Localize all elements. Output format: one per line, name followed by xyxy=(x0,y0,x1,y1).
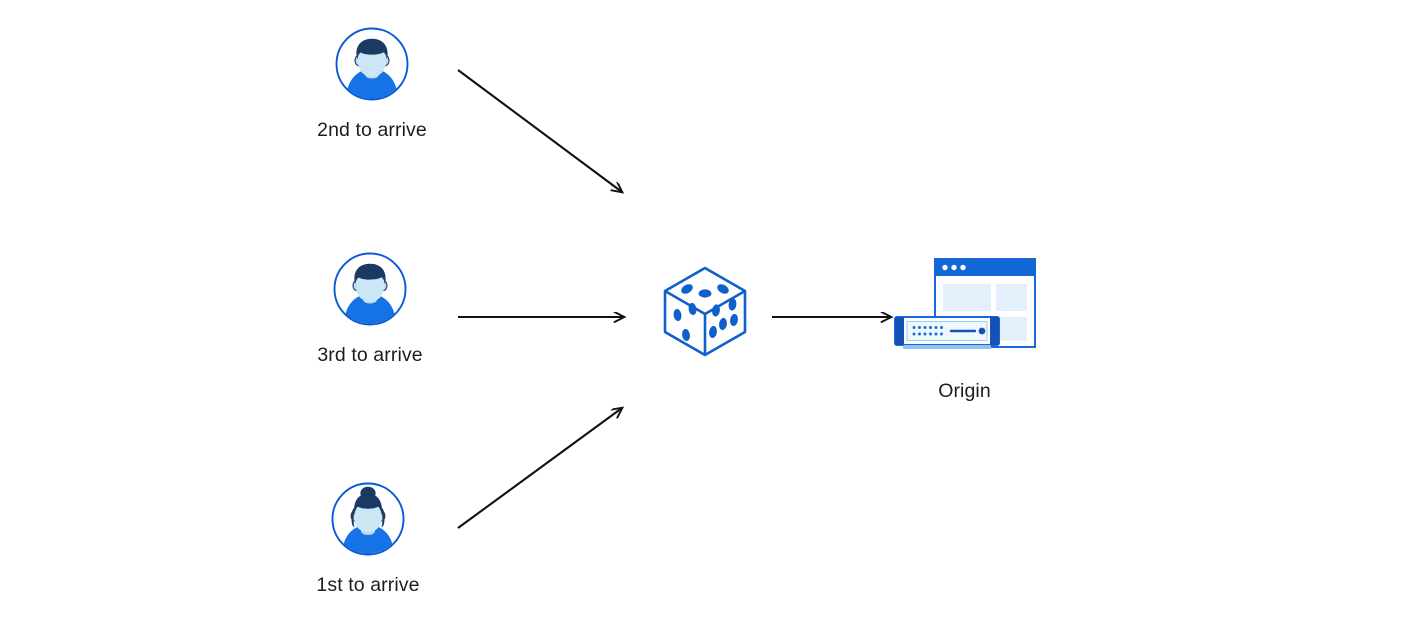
user-avatar-icon xyxy=(330,481,406,557)
arrow-user1-to-dice xyxy=(457,408,622,529)
user-second-label: 2nd to arrive xyxy=(317,119,427,141)
arrow-user2-to-dice xyxy=(457,69,622,192)
node-origin[interactable]: Origin xyxy=(887,253,1042,402)
origin-server-icon xyxy=(891,253,1039,363)
node-dice[interactable] xyxy=(655,262,755,358)
origin-label: Origin xyxy=(938,380,991,402)
node-user-third[interactable]: 3rd to arrive xyxy=(290,251,450,366)
server-device xyxy=(893,316,1000,349)
user-third-label: 3rd to arrive xyxy=(317,344,423,366)
user-avatar-icon xyxy=(332,251,408,327)
user-avatar-icon xyxy=(334,26,410,102)
user-first-label: 1st to arrive xyxy=(316,574,420,596)
dice-icon xyxy=(659,262,751,358)
node-user-second[interactable]: 2nd to arrive xyxy=(292,26,452,141)
node-user-first[interactable]: 1st to arrive xyxy=(288,481,448,596)
